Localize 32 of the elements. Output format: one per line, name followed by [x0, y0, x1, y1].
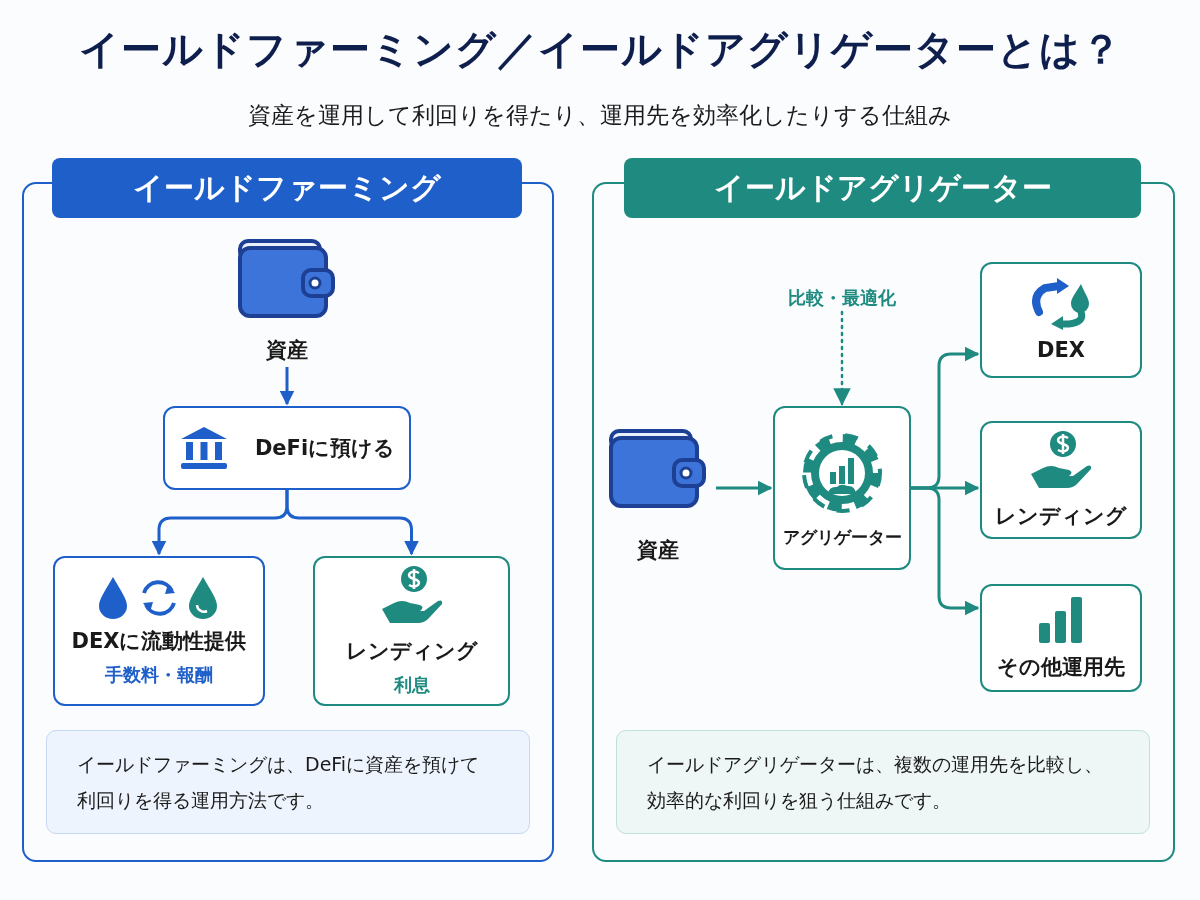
- process-box: [980, 584, 1142, 692]
- panel-header: イールドアグリゲーター: [624, 158, 1141, 218]
- node-sublabel: 手数料・報酬: [105, 663, 213, 687]
- dotted-arrow: [833, 310, 851, 406]
- node-label: アグリゲーター: [782, 525, 902, 549]
- process-box: [773, 406, 911, 570]
- node-label: DEXに流動性提供: [71, 628, 247, 655]
- node-label: 資産: [637, 537, 679, 564]
- arrow: [279, 367, 295, 406]
- arrow: [285, 490, 419, 556]
- annotation-label: 比較・最適化: [788, 286, 896, 310]
- arrow: [911, 486, 980, 616]
- note-box: [616, 730, 1150, 834]
- node-label: 資産: [266, 337, 308, 364]
- arrow: [716, 480, 773, 496]
- note-box: [46, 730, 530, 834]
- process-box: [53, 556, 265, 706]
- process-box: [313, 556, 510, 706]
- node-label: レンディング: [345, 638, 478, 665]
- title: イールドファーミング／イールドアグリゲーターとは？: [77, 25, 1123, 74]
- panel-header: イールドファーミング: [52, 158, 522, 218]
- note-text: イールドアグリゲーターは、複数の運用先を比較し、効率的な利回りを狙う仕組みです。: [647, 752, 1104, 813]
- node-sublabel: 利息: [393, 673, 430, 697]
- subtitle: 資産を運用して利回りを得たり、運用先を効率化したりする仕組み: [247, 101, 953, 130]
- node-label: レンディング: [995, 503, 1127, 530]
- node-label: DeFiに預ける: [254, 435, 396, 462]
- node-label: DEX: [1037, 338, 1085, 362]
- process-box: [980, 421, 1142, 539]
- node-label: その他運用先: [997, 654, 1125, 681]
- note-text: イールドファーミングは、DeFiに資産を預けて利回りを得る運用方法です。: [77, 752, 481, 813]
- process-box: [163, 406, 411, 490]
- process-box: [980, 262, 1142, 378]
